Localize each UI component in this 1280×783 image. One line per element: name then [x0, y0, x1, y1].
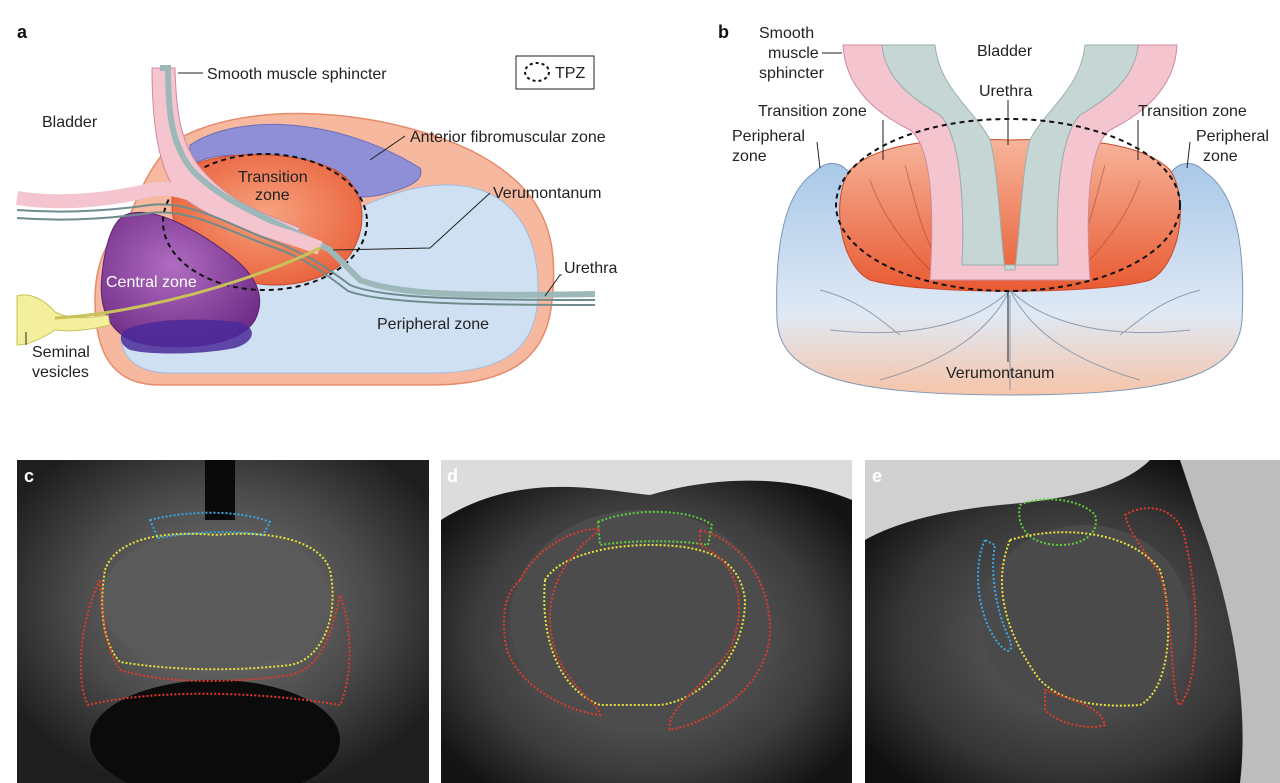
mri-e-tz-outline	[1001, 531, 1170, 707]
mri-d-gland	[510, 510, 770, 730]
panel-c: c	[17, 460, 429, 783]
mri-e-bladder-bright	[865, 460, 1150, 540]
label-smooth-muscle-sphincter: Smooth muscle sphincter	[207, 66, 387, 83]
label-bladder: Bladder	[42, 114, 98, 131]
label-b-verumontanum: Verumontanum	[946, 365, 1055, 382]
panel-e: e	[865, 460, 1280, 783]
label-b-bladder: Bladder	[977, 43, 1033, 60]
label-urethra: Urethra	[564, 260, 617, 277]
mri-c-pz-outline	[79, 576, 351, 707]
mri-e-gland	[980, 525, 1190, 715]
panel-b-letter: b	[718, 22, 729, 42]
panel-d-letter: d	[447, 466, 458, 486]
label-b-peripheral-right-line1: Peripheral	[1196, 128, 1269, 145]
label-transition-zone-line2: zone	[255, 187, 290, 204]
mri-d-pz-outline	[502, 528, 772, 732]
label-central-zone: Central zone	[106, 274, 197, 291]
label-b-transition-zone-left: Transition zone	[758, 103, 867, 120]
mri-c-afms-outline	[148, 511, 272, 540]
panel-c-letter: c	[24, 466, 34, 486]
tpz-legend-icon	[524, 62, 550, 82]
urethra-channel-lower	[16, 211, 596, 306]
mri-d-bladder-bright	[441, 460, 852, 520]
tpz-dashed-outline	[162, 153, 368, 291]
panel-a-letter: a	[17, 22, 28, 42]
label-b-smooth-line1: Smooth	[759, 25, 814, 42]
label-peripheral-zone: Peripheral zone	[377, 316, 489, 333]
urethra-channel	[16, 203, 596, 301]
mri-c-gland	[100, 530, 330, 670]
panel-b-leaders	[816, 52, 1191, 362]
tpz-legend-label: TPZ	[555, 65, 585, 82]
ejaculatory-region	[120, 319, 252, 354]
mri-c-dark-band	[205, 460, 235, 520]
seminal-vesicles-shape	[16, 294, 111, 346]
panel-a: a Smooth muscle sphincter	[15, 22, 617, 386]
mri-c-tz-outline	[101, 532, 334, 671]
label-anterior-fibromuscular-zone: Anterior fibromuscular zone	[410, 129, 606, 146]
mri-e-cz-outline	[977, 538, 1012, 652]
mri-d-tz-outline	[543, 543, 747, 706]
pz-branches	[819, 289, 1201, 390]
bladder-wall-pink	[15, 181, 323, 255]
mri-e-pz-outline	[1044, 507, 1197, 728]
panel-b: b	[718, 22, 1269, 396]
label-transition-zone-line1: Transition	[238, 169, 308, 186]
label-b-peripheral-right-line2: zone	[1203, 148, 1238, 165]
ejaculatory-duct	[54, 246, 321, 320]
panel-a-leaders	[25, 72, 562, 345]
label-b-urethra: Urethra	[979, 83, 1032, 100]
label-b-peripheral-left-line2: zone	[732, 148, 767, 165]
label-seminal-line1: Seminal	[32, 344, 90, 361]
tpz-legend: TPZ	[515, 55, 595, 90]
label-b-smooth-line3: sphincter	[759, 65, 825, 82]
panel-e-letter: e	[872, 466, 882, 486]
label-seminal-line2: vesicles	[32, 364, 89, 381]
mri-c-rectum	[90, 680, 340, 783]
urethra-wall-upper	[160, 65, 596, 298]
label-b-peripheral-left-line1: Peripheral	[732, 128, 805, 145]
label-b-smooth-line2: muscle	[768, 45, 819, 62]
label-verumontanum: Verumontanum	[493, 185, 602, 202]
label-b-transition-zone-right: Transition zone	[1138, 103, 1247, 120]
panel-d: d	[441, 460, 852, 783]
urethra-b	[881, 44, 1139, 271]
mri-e-fat-bright	[1180, 460, 1280, 783]
